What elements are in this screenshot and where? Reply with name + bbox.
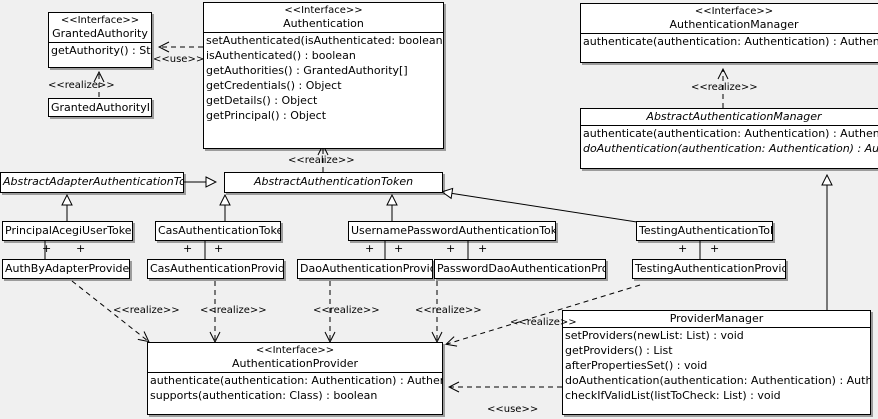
multiplicity-marker: +: [394, 242, 404, 255]
class-header: AbstractAuthenticationManager: [581, 109, 878, 125]
class-cas-authentication-provider[interactable]: CasAuthenticationProvider: [147, 259, 284, 279]
operations-compartment: setProviders(newList: List) : void getPr…: [563, 328, 870, 403]
class-header: <<Interface>> GrantedAuthority: [49, 13, 151, 42]
class-authentication-manager[interactable]: <<Interface>> AuthenticationManager auth…: [580, 3, 878, 63]
class-auth-by-adapter-provider[interactable]: AuthByAdapterProvider: [2, 259, 130, 279]
edge-label-realize-granted-authority-impl: <<realize>>: [48, 80, 115, 91]
class-header: <<Interface>> AuthenticationProvider: [148, 343, 442, 372]
operation: checkIfValidList(listToCheck: List) : vo…: [565, 389, 781, 402]
operations-compartment: authenticate(authentication: Authenticat…: [148, 373, 442, 403]
class-name: ProviderManager: [669, 312, 764, 325]
section-divider: [581, 33, 878, 34]
class-name: CasAuthenticationToken: [158, 224, 281, 237]
edge-label-realize-auth-by-adapter: <<realize>>: [113, 305, 180, 316]
class-granted-authority[interactable]: <<Interface>> GrantedAuthority getAuthor…: [48, 12, 152, 68]
edge-label-realize-authentication-manager: <<realize>>: [691, 82, 758, 93]
class-header: ProviderManager: [563, 311, 870, 327]
class-name: AbstractAdapterAuthenticationToken: [3, 175, 183, 188]
operation: authenticate(authentication: Authenticat…: [150, 374, 442, 387]
operation: getPrincipal() : Object: [206, 109, 327, 122]
class-name: PasswordDaoAuthenticationProvider: [437, 262, 605, 275]
multiplicity-marker: +: [76, 242, 86, 255]
operation: getAuthorities() : GrantedAuthority[]: [206, 64, 408, 77]
edge-label-use-provider-manager: <<use>>: [487, 404, 539, 415]
multiplicity-marker: +: [678, 242, 688, 255]
stereotype-label: <<Interface>>: [694, 6, 774, 17]
class-header: <<Interface>> Authentication: [204, 3, 443, 32]
class-name: AuthenticationManager: [669, 18, 799, 31]
section-divider: [563, 327, 870, 328]
section-divider: [148, 372, 442, 373]
multiplicity-marker: +: [365, 242, 375, 255]
stereotype-label: <<Interface>>: [255, 345, 335, 356]
class-name: TestingAuthenticationProvider: [635, 262, 786, 275]
operation: getCredentials() : Object: [206, 79, 342, 92]
class-name: TestingAuthenticationToken: [639, 224, 772, 237]
multiplicity-marker: +: [214, 242, 224, 255]
class-name: GrantedAuthorityImpl: [51, 101, 151, 114]
class-name: AbstractAuthenticationToken: [253, 175, 414, 188]
class-abstract-adapter-authentication-token[interactable]: AbstractAdapterAuthenticationToken: [0, 172, 184, 193]
edge-label-realize-dao-provider: <<realize>>: [313, 305, 380, 316]
multiplicity-marker: +: [183, 242, 193, 255]
class-name: CasAuthenticationProvider: [150, 262, 284, 275]
class-header: <<Interface>> AuthenticationManager: [581, 4, 878, 33]
multiplicity-marker: +: [710, 242, 720, 255]
operation: authenticate(authentication: Authenticat…: [583, 127, 878, 140]
edge-label-realize-cas-provider: <<realize>>: [200, 305, 267, 316]
class-dao-authentication-provider[interactable]: DaoAuthenticationProvider: [297, 259, 433, 279]
edge-label-realize-password-dao-provider: <<realize>>: [415, 305, 482, 316]
class-authentication[interactable]: <<Interface>> Authentication setAuthenti…: [203, 2, 444, 149]
section-divider: [581, 125, 878, 126]
class-password-dao-authentication-provider[interactable]: PasswordDaoAuthenticationProvider: [434, 259, 606, 279]
section-divider: [49, 42, 151, 43]
operation: isAuthenticated() : boolean: [206, 49, 356, 62]
operation: doAuthentication(authentication: Authent…: [583, 142, 878, 155]
edge-label-use-authentication-granted-authority: <<use>>: [153, 54, 205, 65]
stereotype-label: <<Interface>>: [60, 15, 140, 26]
operation: getProviders() : List: [565, 344, 673, 357]
class-principal-acegi-user-token[interactable]: PrincipalAcegiUserToken: [2, 221, 133, 241]
edge-label-realize-authentication-token: <<realize>>: [288, 155, 355, 166]
class-name: DaoAuthenticationProvider: [300, 262, 432, 275]
operation: supports(authentication: Class) : boolea…: [150, 389, 378, 402]
class-granted-authority-impl[interactable]: GrantedAuthorityImpl: [48, 98, 152, 117]
class-testing-authentication-token[interactable]: TestingAuthenticationToken: [636, 221, 773, 241]
class-name: AbstractAuthenticationManager: [646, 110, 822, 123]
class-abstract-authentication-token[interactable]: AbstractAuthenticationToken: [224, 172, 443, 193]
operations-compartment: getAuthority() : String: [49, 43, 151, 58]
multiplicity-marker: +: [446, 242, 456, 255]
operation: afterPropertiesSet() : void: [565, 359, 708, 372]
multiplicity-marker: +: [478, 242, 488, 255]
class-name: AuthenticationProvider: [231, 357, 359, 370]
class-testing-authentication-provider[interactable]: TestingAuthenticationProvider: [632, 259, 786, 279]
stereotype-label: <<Interface>>: [284, 5, 363, 16]
operations-compartment: authenticate(authentication: Authenticat…: [581, 126, 878, 156]
operation: setAuthenticated(isAuthenticated: boolea…: [206, 34, 444, 47]
operation: setProviders(newList: List) : void: [565, 329, 744, 342]
class-name: PrincipalAcegiUserToken: [5, 224, 133, 237]
class-name: GrantedAuthority: [52, 27, 148, 40]
class-name: AuthByAdapterProvider: [5, 262, 130, 275]
class-authentication-provider[interactable]: <<Interface>> AuthenticationProvider aut…: [147, 342, 443, 415]
class-name: Authentication: [283, 17, 364, 30]
class-username-password-authentication-token[interactable]: UsernamePasswordAuthenticationToken: [348, 221, 556, 241]
class-abstract-authentication-manager[interactable]: AbstractAuthenticationManager authentica…: [580, 108, 878, 169]
class-name: UsernamePasswordAuthenticationToken: [351, 224, 556, 237]
operation: getDetails() : Object: [206, 94, 318, 107]
operation: doAuthentication(authentication: Authent…: [565, 374, 870, 387]
class-cas-authentication-token[interactable]: CasAuthenticationToken: [155, 221, 281, 241]
multiplicity-marker: +: [42, 242, 52, 255]
section-divider: [204, 32, 443, 33]
edge-label-realize-testing-provider: <<realize>>: [510, 317, 577, 328]
operation: authenticate(authentication: Authenticat…: [583, 35, 878, 48]
class-provider-manager[interactable]: ProviderManager setProviders(newList: Li…: [562, 310, 871, 415]
operation: getAuthority() : String: [51, 44, 151, 57]
operations-compartment: setAuthenticated(isAuthenticated: boolea…: [204, 33, 443, 123]
operations-compartment: authenticate(authentication: Authenticat…: [581, 34, 878, 49]
